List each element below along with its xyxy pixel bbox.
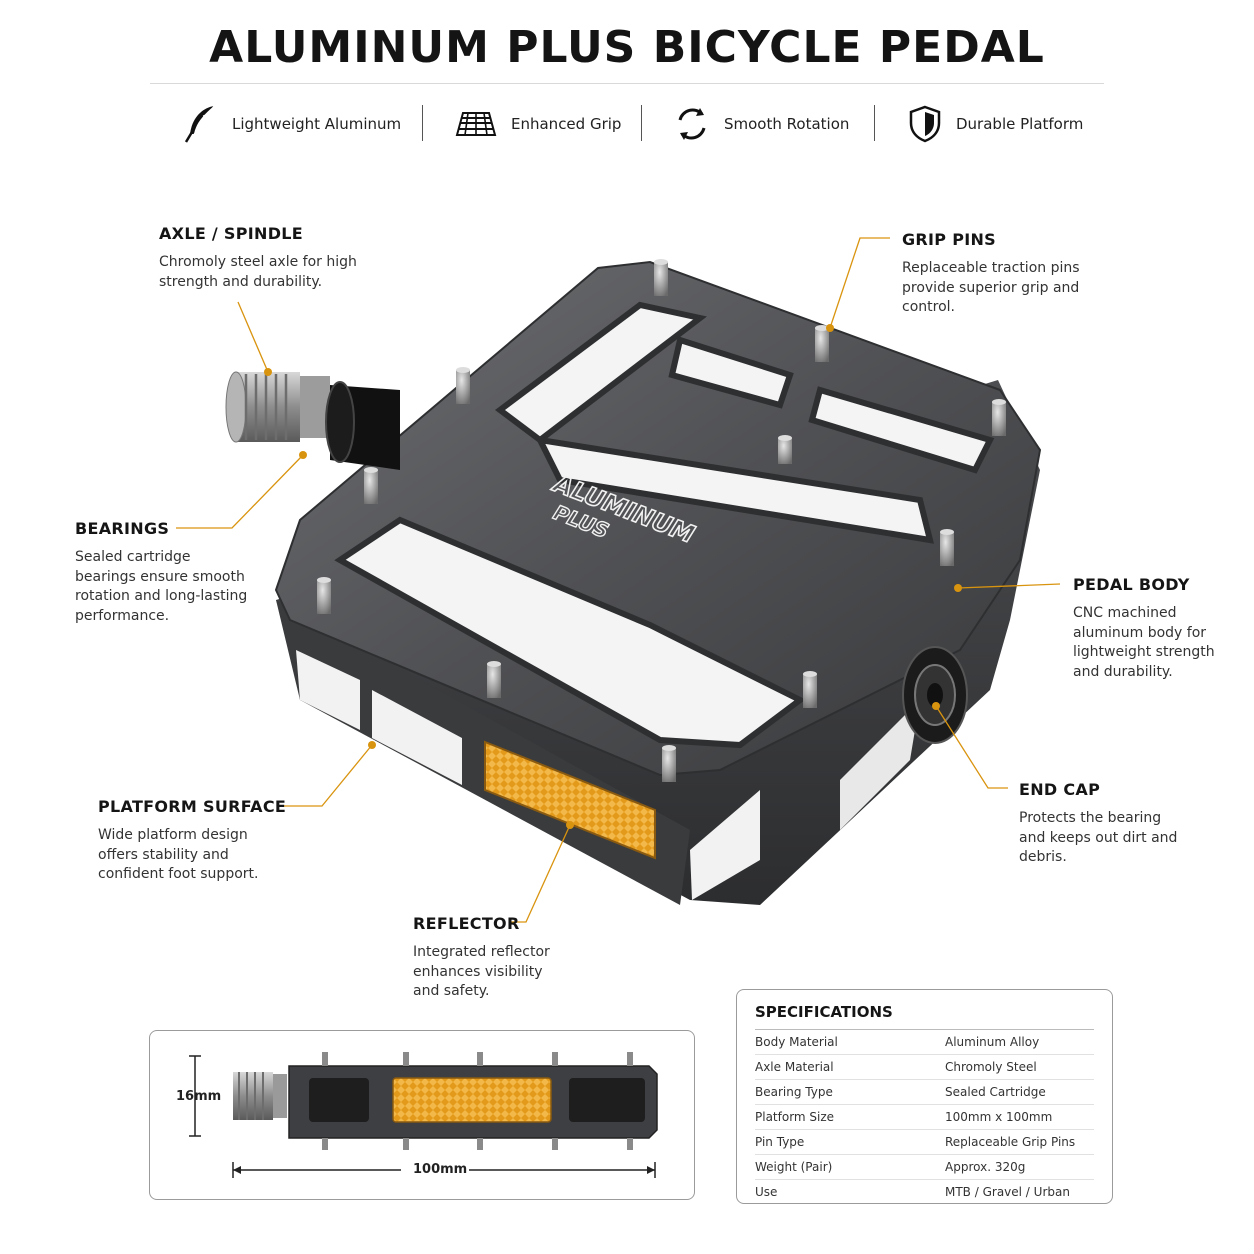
spec-row: Weight (Pair) Approx. 320g xyxy=(755,1155,1094,1180)
spec-row: Bearing Type Sealed Cartridge xyxy=(755,1080,1094,1105)
end-cap xyxy=(902,646,968,744)
callout-title: BEARINGS xyxy=(75,519,170,538)
rotation-arrows-icon xyxy=(678,108,706,140)
callout-title: PLATFORM SURFACE xyxy=(98,797,287,816)
feature-durable: Durable Platform xyxy=(908,100,1083,148)
feature-divider xyxy=(641,105,642,141)
spec-value: Replaceable Grip Pins xyxy=(945,1135,1076,1149)
specifications-panel: SPECIFICATIONS Body Material Aluminum All… xyxy=(736,989,1113,1204)
spec-key: Weight (Pair) xyxy=(755,1160,833,1174)
callout-grip-pins: GRIP PINS Replaceable traction pins prov… xyxy=(902,230,1082,318)
spec-value: Approx. 320g xyxy=(945,1160,1026,1174)
callout-bearings: BEARINGS Sealed cartridge bearings ensur… xyxy=(75,519,250,626)
spec-key: Bearing Type xyxy=(755,1085,833,1099)
callout-reflector: REFLECTOR Integrated reflector enhances … xyxy=(413,914,553,1002)
side-profile-panel xyxy=(149,1030,695,1200)
callout-title: END CAP xyxy=(1019,780,1101,799)
feature-label: Lightweight Aluminum xyxy=(232,115,402,133)
callout-end-cap: END CAP Protects the bearing and keeps o… xyxy=(1019,780,1179,868)
spec-value: Chromoly Steel xyxy=(945,1060,1037,1074)
feature-lightweight: Lightweight Aluminum xyxy=(184,100,401,148)
spec-row: Use MTB / Gravel / Urban xyxy=(755,1180,1094,1204)
reflector xyxy=(484,740,656,860)
callout-desc: Wide platform design offers stability an… xyxy=(98,827,259,882)
width-dimension-label: 100mm xyxy=(413,1162,468,1177)
callout-axle: AXLE / SPINDLE Chromoly steel axle for h… xyxy=(159,224,359,292)
callout-platform: PLATFORM SURFACE Wide platform design of… xyxy=(98,797,286,885)
spec-key: Body Material xyxy=(755,1035,838,1049)
shield-icon xyxy=(909,105,941,143)
spec-table: Body Material Aluminum Alloy Axle Materia… xyxy=(755,1030,1094,1204)
spec-row: Platform Size 100mm x 100mm xyxy=(755,1105,1094,1130)
feature-grip: Enhanced Grip xyxy=(455,100,621,148)
callout-desc: Sealed cartridge bearings ensure smooth … xyxy=(75,549,248,624)
feature-label: Enhanced Grip xyxy=(511,115,622,133)
callout-desc: Protects the bearing and keeps out dirt … xyxy=(1019,810,1178,865)
callout-pedal-body: PEDAL BODY CNC machined aluminum body fo… xyxy=(1073,575,1223,682)
specifications-title: SPECIFICATIONS xyxy=(755,1003,1094,1030)
callout-leaders xyxy=(176,237,1061,923)
grip-tread-icon xyxy=(455,112,497,136)
side-profile-drawing xyxy=(189,1052,658,1178)
feature-rotation: Smooth Rotation xyxy=(674,100,849,148)
callout-title: AXLE / SPINDLE xyxy=(159,224,304,243)
feature-divider xyxy=(874,105,875,141)
spec-row: Body Material Aluminum Alloy xyxy=(755,1030,1094,1055)
callout-desc: Chromoly steel axle for high strength an… xyxy=(159,254,357,290)
axle xyxy=(225,371,400,470)
callout-title: PEDAL BODY xyxy=(1073,575,1190,594)
callout-desc: Replaceable traction pins provide superi… xyxy=(902,260,1080,315)
spec-value: MTB / Gravel / Urban xyxy=(945,1185,1070,1199)
feather-icon xyxy=(184,105,215,143)
spec-key: Platform Size xyxy=(755,1110,835,1124)
spec-value: Sealed Cartridge xyxy=(945,1085,1046,1099)
callout-desc: CNC machined aluminum body for lightweig… xyxy=(1073,605,1215,680)
callout-desc: Integrated reflector enhances visibility… xyxy=(413,944,550,999)
spec-value: 100mm x 100mm xyxy=(945,1110,1053,1124)
feature-divider xyxy=(422,105,423,141)
spec-key: Use xyxy=(755,1185,778,1199)
spec-value: Aluminum Alloy xyxy=(945,1035,1040,1049)
grip-pins xyxy=(317,259,1006,782)
callout-title: GRIP PINS xyxy=(902,230,996,249)
spec-row: Axle Material Chromoly Steel xyxy=(755,1055,1094,1080)
feature-label: Durable Platform xyxy=(956,115,1084,133)
callout-title: REFLECTOR xyxy=(413,914,520,933)
title-divider xyxy=(150,83,1104,84)
page-title: ALUMINUM PLUS BICYCLE PEDAL xyxy=(209,22,1045,73)
feature-label: Smooth Rotation xyxy=(724,115,850,133)
spec-row: Pin Type Replaceable Grip Pins xyxy=(755,1130,1094,1155)
spec-key: Axle Material xyxy=(755,1060,834,1074)
spec-key: Pin Type xyxy=(755,1135,805,1149)
height-dimension-label: 16mm xyxy=(176,1089,222,1104)
